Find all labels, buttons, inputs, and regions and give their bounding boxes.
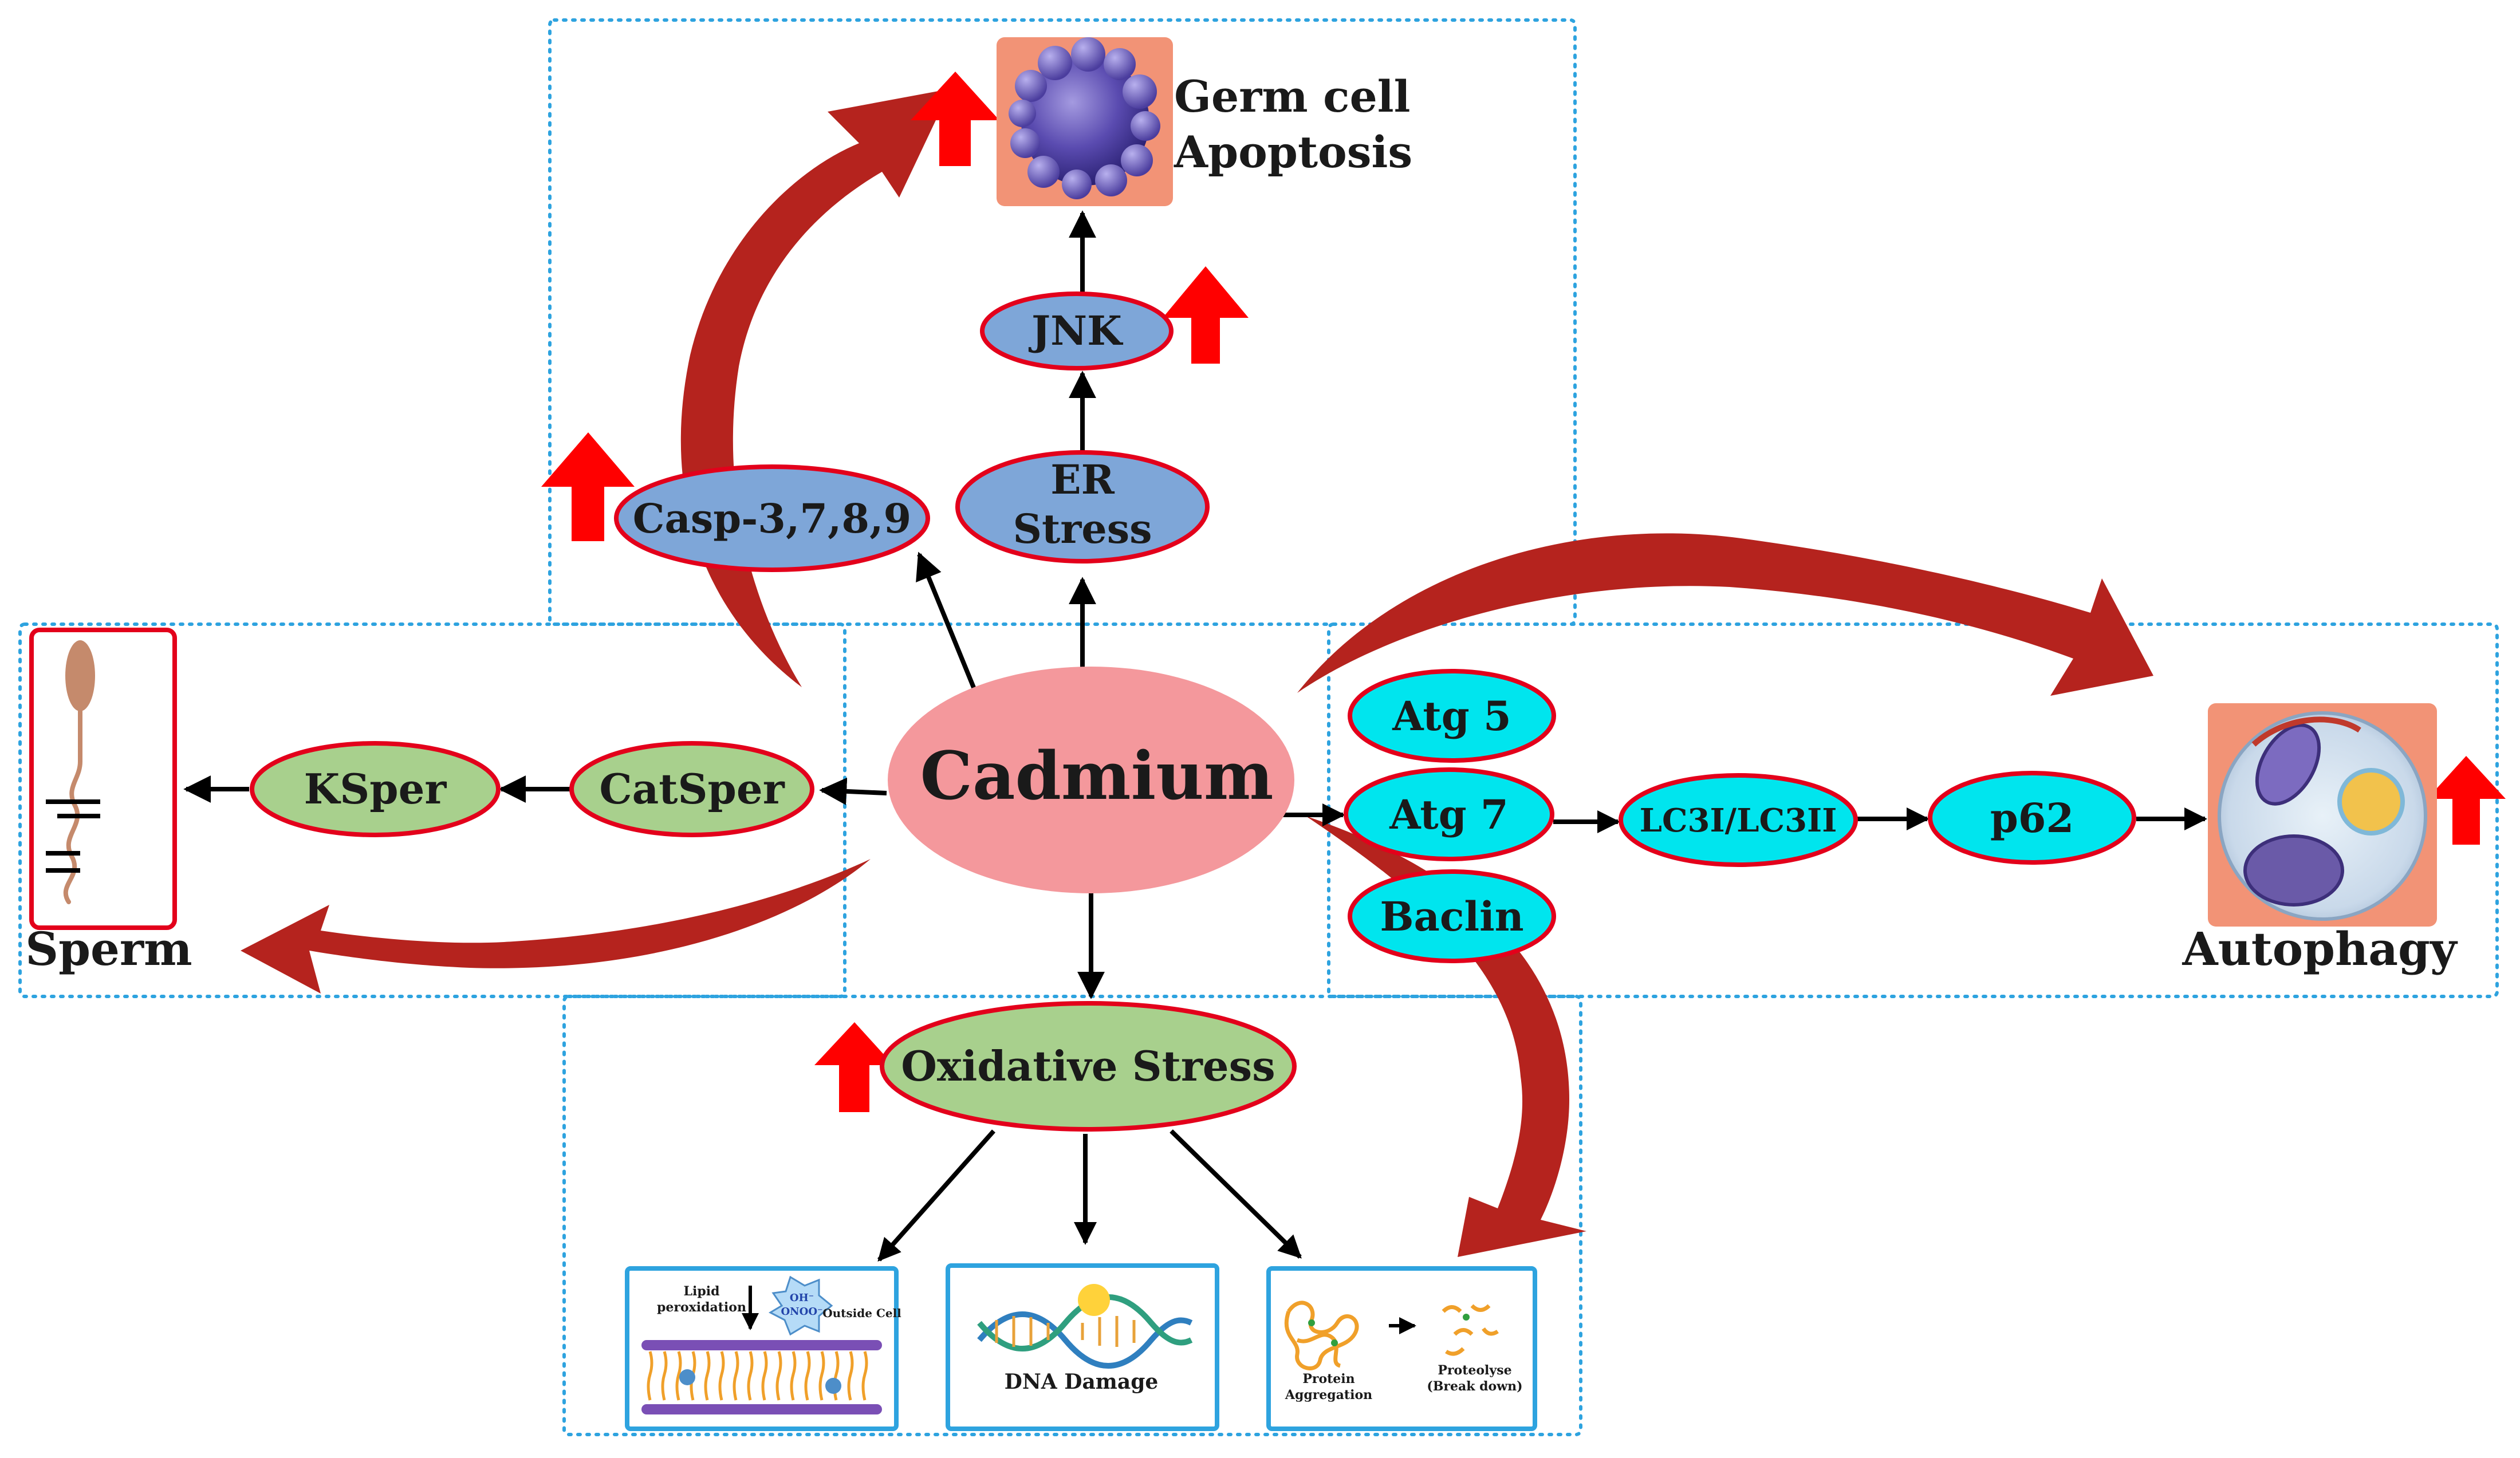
radical-badge-line1: OH⁻ <box>790 1292 814 1304</box>
lc3-node: LC3I/LC3II <box>1619 773 1858 867</box>
autophagy-region <box>1327 622 2499 998</box>
lipid-peroxidation-panel: Lipid peroxidation OH⁻ ONOO⁻ Outside Cel… <box>625 1266 901 1431</box>
er-stress-node: ER Stress <box>955 450 1210 564</box>
arrow-oxidative-to-protein <box>1170 1129 1302 1259</box>
protein-fragments-icon <box>1442 1304 1499 1356</box>
jnk-node: JNK <box>980 291 1174 371</box>
ksper-node: KSper <box>250 741 501 837</box>
curved-arrow-to-autophagy <box>1297 533 2153 696</box>
oxidative-region <box>562 995 1582 1436</box>
dna-damage-panel: DNA Damage <box>946 1263 1219 1431</box>
dna-helix-icon <box>977 1284 1193 1369</box>
region-boxes <box>18 18 2499 1436</box>
oxidative-stress-label: Oxidative Stress <box>901 1042 1275 1090</box>
connector-arrows <box>183 210 2207 1262</box>
vesicle-icon <box>2337 768 2405 836</box>
caspase-node: Casp-3,7,8,9 <box>614 464 930 572</box>
baclin-label: Baclin <box>1380 893 1523 940</box>
cadmium-label: Cadmium <box>920 738 1273 815</box>
p62-node: p62 <box>1928 771 2136 865</box>
up-arrow-autophagy <box>2427 756 2506 845</box>
sperm-tail-icon <box>63 709 82 904</box>
arrow-oxidative-to-lipid <box>877 1129 995 1262</box>
caspase-label: Casp-3,7,8,9 <box>633 495 911 542</box>
atg5-label: Atg 5 <box>1392 692 1511 740</box>
radical-badge-icon <box>768 1275 833 1336</box>
baclin-node: Baclin <box>1348 869 1556 963</box>
curved-arrow-to-apoptosis <box>680 89 951 687</box>
p62-label: p62 <box>1990 794 2074 842</box>
apoptosis-region <box>548 18 1577 626</box>
mitochondrion-icon <box>2255 723 2321 806</box>
protein-left-line2: Aggregation <box>1285 1388 1372 1402</box>
arrow-cadmium-to-catsper <box>819 777 887 805</box>
cadmium-node: Cadmium <box>888 667 1294 893</box>
lipid-line2: peroxidation <box>657 1300 746 1315</box>
atg5-node: Atg 5 <box>1348 669 1556 763</box>
protein-left-line1: Protein <box>1302 1372 1354 1386</box>
catsper-node: CatSper <box>569 741 814 837</box>
apoptosis-image <box>997 37 1173 206</box>
er-stress-line2: Stress <box>1013 505 1152 553</box>
apoptosis-title-line1: Germ cell <box>1174 71 1411 122</box>
atg7-node: Atg 7 <box>1344 767 1554 861</box>
protein-panel: Protein Aggregation Proteolyse (Break do… <box>1266 1266 1537 1431</box>
up-arrow-apoptosis <box>911 72 999 166</box>
sperm-head-icon <box>65 640 95 711</box>
mitochondrion-icon <box>2243 834 2344 907</box>
sperm-title: Sperm <box>25 922 192 976</box>
sperm-image-frame <box>29 628 177 930</box>
arrow-cadmium-to-casp <box>916 551 982 703</box>
catsper-label: CatSper <box>599 765 785 813</box>
lc3-label: LC3I/LC3II <box>1640 802 1837 840</box>
apoptotic-blebs <box>1009 37 1160 199</box>
lipid-line1: Lipid <box>684 1284 720 1299</box>
ksper-label: KSper <box>304 765 447 813</box>
protein-right-line1: Proteolyse <box>1438 1363 1511 1378</box>
protein-right-line2: (Break down) <box>1427 1379 1522 1394</box>
apoptotic-cell-icon <box>1021 57 1149 186</box>
up-arrow-jnk <box>1163 266 1249 364</box>
sperm-panel <box>29 628 177 930</box>
atg7-label: Atg 7 <box>1389 791 1508 838</box>
up-arrow-oxidative <box>814 1022 893 1112</box>
outside-cell-label: Outside Cell <box>822 1306 901 1320</box>
autophagy-image <box>2208 703 2437 927</box>
lipid-bilayer-icon <box>641 1340 882 1414</box>
oxidative-stress-node: Oxidative Stress <box>880 1001 1297 1132</box>
radical-badge-line2: ONOO⁻ <box>781 1306 823 1318</box>
membrane-icon <box>2251 716 2361 747</box>
jnk-label: JNK <box>1028 307 1123 354</box>
up-arrow-casp <box>541 432 635 541</box>
er-stress-line1: ER <box>1050 456 1115 503</box>
dna-damage-label: DNA Damage <box>1005 1370 1159 1394</box>
apoptosis-title-line2: Apoptosis <box>1174 127 1412 178</box>
curved-arrow-to-sperm <box>241 859 871 994</box>
autophagy-title: Autophagy <box>2182 922 2458 976</box>
